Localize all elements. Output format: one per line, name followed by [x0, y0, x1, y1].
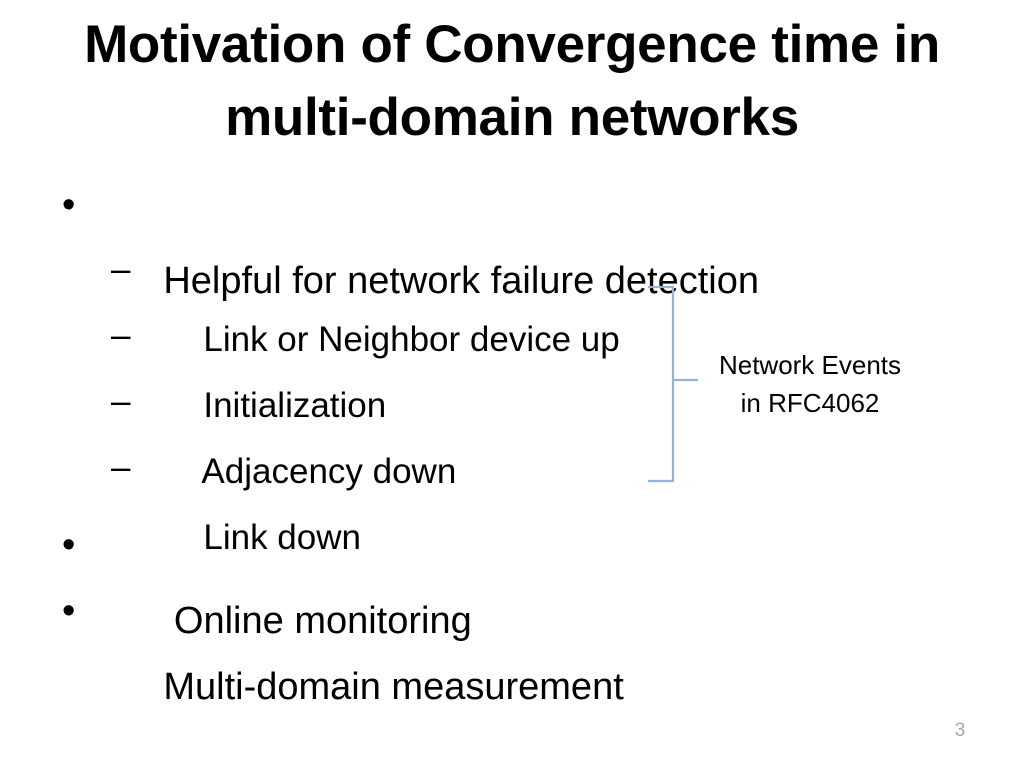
sub-bullet-item-link-down: – Link down [0, 448, 1024, 555]
bullet-dot-icon: • [62, 590, 76, 632]
bullet-dot-icon: • [62, 184, 76, 226]
sub-bullet-text: Link down [203, 518, 361, 557]
bullet-dash-icon: – [111, 316, 131, 355]
sub-bullet-text: Adjacency down [201, 452, 457, 491]
bullet-text: Online monitoring [163, 600, 472, 642]
bullet-text: Helpful for network failure detection [163, 260, 760, 302]
bullet-dash-icon: – [111, 382, 131, 421]
slide-number: 3 [954, 720, 966, 741]
title-line-1: Motivation of Convergence time in [84, 15, 940, 74]
bullet-dot-icon: • [62, 524, 76, 566]
sub-bullet-item-initialization: – Initialization [0, 316, 1024, 423]
bullet-item-multi-domain-measurement: • Multi-domain measurement [0, 590, 1024, 706]
sub-bullet-text: Link or Neighbor device up [203, 320, 620, 359]
sub-bullet-item-link-or-neighbor-device-up: – Link or Neighbor device up [0, 250, 1024, 357]
annotation-line-2: in RFC4062 [740, 388, 880, 419]
bullet-item-helpful-for-network-failure-detection: • Helpful for network failure detection [0, 184, 1024, 300]
brace-annotation-label: Network Events in RFC4062 [690, 346, 930, 423]
sub-bullet-text: Initialization [203, 386, 387, 425]
title-line-2: multi-domain networks [225, 88, 799, 148]
slide-body: • Helpful for network failure detection … [0, 184, 1024, 706]
bullet-item-online-monitoring: • Online monitoring [0, 524, 1024, 640]
bullet-dash-icon: – [111, 448, 131, 487]
annotation-line-1: Network Events [718, 350, 902, 380]
sub-bullet-item-adjacency-down: – Adjacency down [0, 382, 1024, 489]
bullet-dash-icon: – [111, 250, 131, 289]
slide-title: Motivation of Convergence time in multi-… [52, 8, 972, 154]
bullet-text: Multi-domain measurement [163, 666, 624, 708]
